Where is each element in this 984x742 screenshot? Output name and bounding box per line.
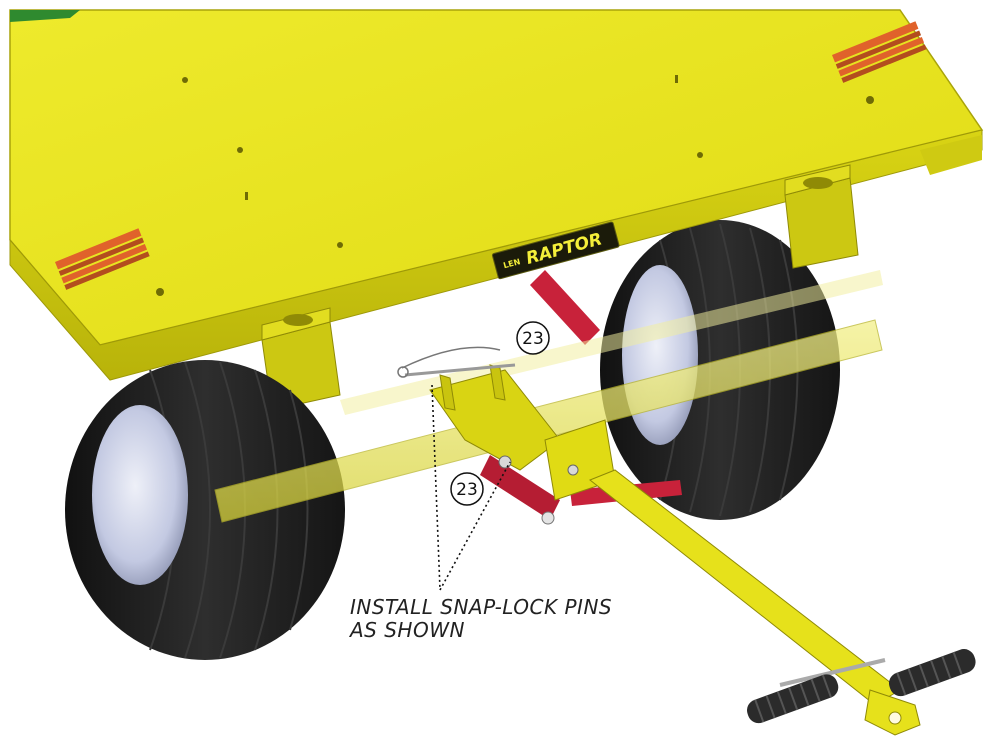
linkage-arm-upper [530,270,600,345]
left-hub [92,405,188,585]
callout-bottom-label: 23 [456,480,478,500]
tie-rod-end [541,511,555,525]
steering-linkage [480,270,682,525]
callout-top-label: 23 [522,329,544,349]
left-grip [746,674,839,724]
install-note: INSTALL SNAP-LOCK PINS AS SHOWN [348,595,612,642]
right-grip [888,649,976,697]
install-note-line1: INSTALL SNAP-LOCK PINS [350,595,612,619]
deck-corner-bumper [920,135,982,175]
leader-lines [431,384,511,591]
green-trim [10,10,80,22]
deck-holes [156,75,874,296]
brand-prefix: LEN [502,257,521,270]
warning-decal-icon [55,228,150,290]
left-wheel [65,360,345,660]
linkage-arm-lower [480,455,560,520]
snap-lock-pin-icon [397,346,516,378]
install-note-line2: AS SHOWN [348,618,465,642]
warning-decal-icon [832,21,927,83]
handle-grips [746,649,976,724]
handle-pin [779,658,886,687]
tow-tongue [589,469,921,736]
axle-mount-right [784,164,859,269]
callout-top: 23 [516,321,550,355]
callout-bottom: 23 [450,472,484,506]
right-hub [622,265,698,445]
